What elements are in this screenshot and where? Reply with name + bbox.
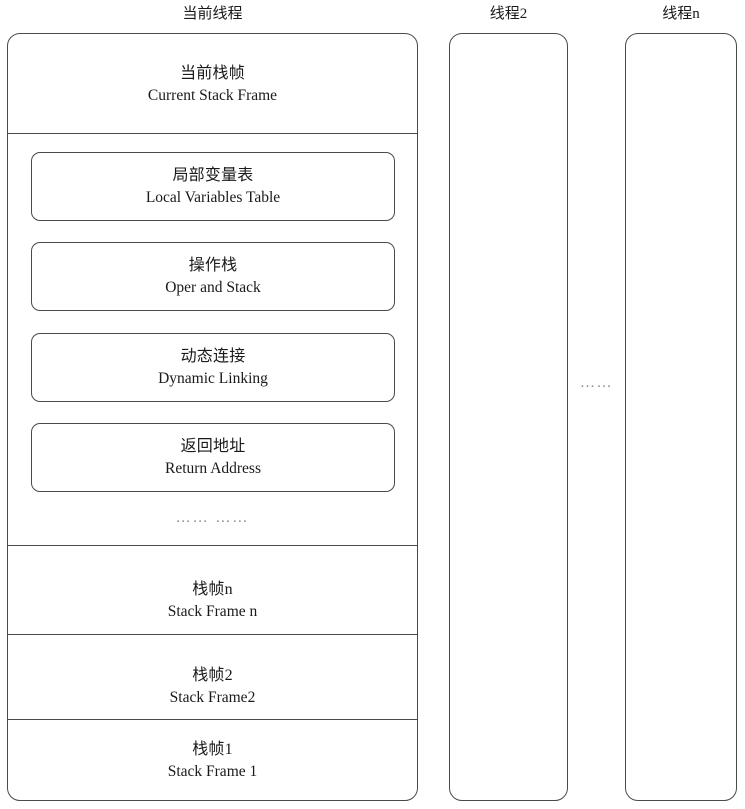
current-stack-frame-label-cn: 当前栈帧 — [180, 65, 245, 82]
divider-above-stack-frame-n — [8, 545, 417, 546]
column-heading-thread-n: 线程n — [662, 6, 700, 22]
local-variables-table-label-cn: 局部变量表 — [172, 167, 254, 184]
stack-frame-n-label-en: Stack Frame n — [167, 603, 258, 620]
dynamic-linking-box: 动态连接 Dynamic Linking — [31, 333, 395, 402]
stack-frame-2-label: 栈帧2 Stack Frame2 — [7, 664, 418, 709]
return-address-label-en: Return Address — [164, 460, 261, 477]
operand-stack-label-en: Oper and Stack — [165, 279, 261, 296]
current-stack-frame-label: 当前栈帧 Current Stack Frame — [7, 62, 418, 107]
divider-above-stack-frame-2 — [8, 634, 417, 635]
return-address-box: 返回地址 Return Address — [31, 423, 395, 492]
dynamic-linking-label-en: Dynamic Linking — [158, 370, 268, 387]
stack-frame-1-label-en: Stack Frame 1 — [167, 763, 258, 780]
operand-stack-label-cn: 操作栈 — [188, 257, 238, 274]
current-stack-frame-label-en: Current Stack Frame — [147, 87, 278, 104]
column-heading-current-thread: 当前线程 — [182, 6, 243, 22]
divider-above-stack-frame-1 — [8, 719, 417, 720]
local-variables-table-label-en: Local Variables Table — [145, 189, 281, 206]
thread-2-stack-box — [449, 33, 568, 801]
stack-frame-1-label-cn: 栈帧1 — [192, 741, 233, 758]
stack-frame-2-label-en: Stack Frame2 — [169, 689, 256, 706]
thread-n-stack-box — [625, 33, 737, 801]
stack-frame-1-label: 栈帧1 Stack Frame 1 — [7, 738, 418, 783]
operand-stack-box: 操作栈 Oper and Stack — [31, 242, 395, 311]
stack-frame-n-label: 栈帧n Stack Frame n — [7, 578, 418, 623]
local-variables-table-box: 局部变量表 Local Variables Table — [31, 152, 395, 221]
stack-frame-2-label-cn: 栈帧2 — [192, 667, 233, 684]
components-ellipsis: …… …… — [175, 510, 250, 526]
stack-frame-n-label-cn: 栈帧n — [192, 581, 233, 598]
dynamic-linking-label-cn: 动态连接 — [180, 348, 246, 365]
return-address-label-cn: 返回地址 — [180, 438, 246, 455]
threads-ellipsis: …… — [580, 375, 613, 391]
divider-below-current-frame — [8, 133, 417, 134]
column-heading-thread-2: 线程2 — [489, 6, 528, 22]
